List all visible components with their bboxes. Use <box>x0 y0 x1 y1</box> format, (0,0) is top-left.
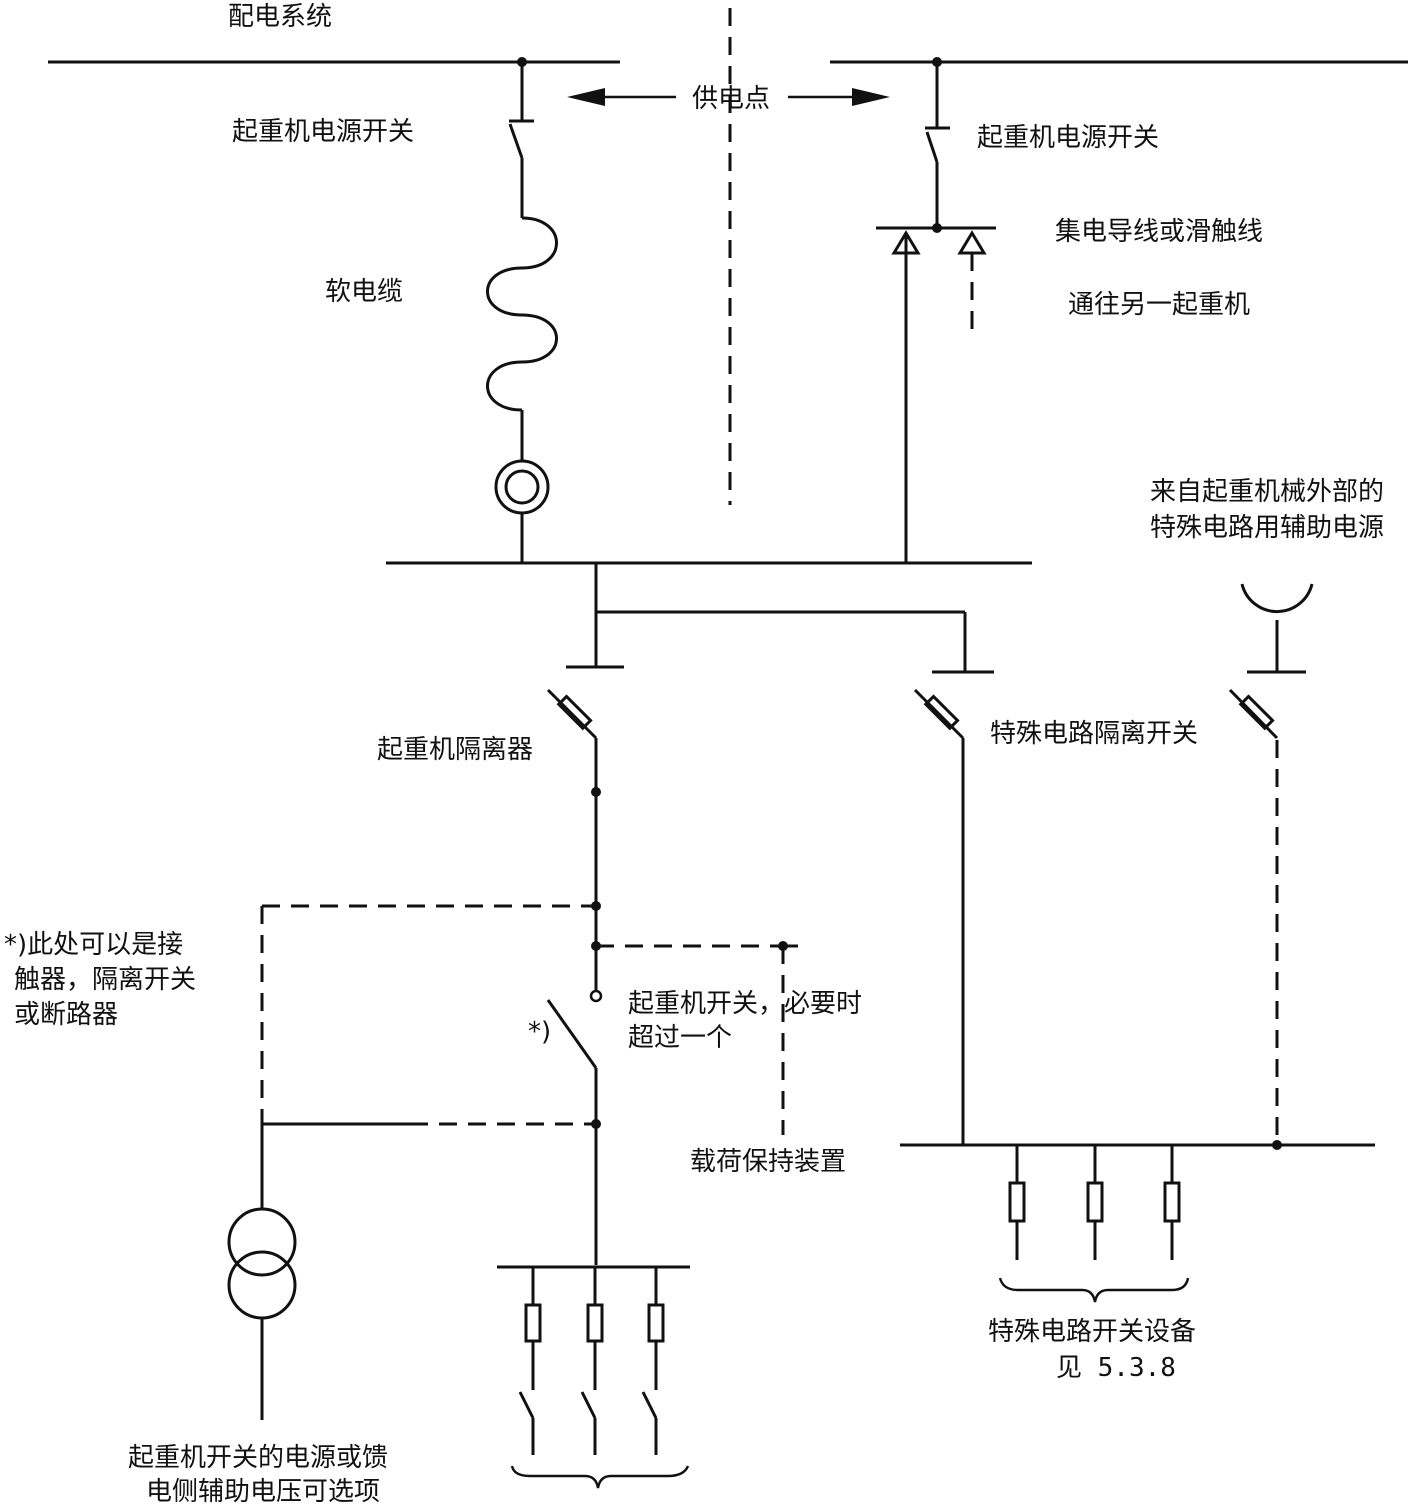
label-crane-isolator: 起重机隔离器 <box>377 735 533 765</box>
label-crane-switch-line2: 超过一个 <box>628 1023 732 1053</box>
label-flexible-cable: 软电缆 <box>325 277 403 307</box>
label-crane-power-switch-left: 起重机电源开关 <box>232 117 414 147</box>
label-asterisk-mark: *) <box>528 1017 551 1047</box>
label-special-circuit-switchgear: 特殊电路开关设备 <box>988 1317 1196 1347</box>
aux-transformer-symbol <box>227 1124 297 1420</box>
slip-ring-symbol <box>494 410 550 563</box>
crane-circuit-feeders <box>518 1267 665 1455</box>
label-collector-line: 集电导线或滑触线 <box>1055 217 1263 247</box>
special-circuit-isolator-symbol <box>913 688 965 1145</box>
special-circuit-bus <box>900 1140 1375 1150</box>
aux-isolator-symbol <box>1228 688 1279 1145</box>
collector-line-symbol <box>876 223 996 563</box>
left-crane-power-switch <box>508 57 534 218</box>
label-footnote-line3: 或断路器 <box>14 1000 118 1030</box>
right-crane-power-switch <box>925 57 950 228</box>
label-aux-voltage-line1: 起重机开关的电源或馈 <box>128 1443 388 1473</box>
label-crane-switch-line1: 起重机开关，必要时 <box>628 989 862 1019</box>
aux-supply-socket-icon <box>1240 583 1314 674</box>
crane-circuit-brace <box>510 1465 690 1489</box>
label-supply-point: 供电点 <box>692 84 770 114</box>
special-circuit-brace <box>998 1277 1190 1303</box>
bus-branches <box>566 563 994 674</box>
label-see-clause: 见 5.3.8 <box>1056 1353 1176 1383</box>
label-aux-voltage-line2: 电侧辅助电压可选项 <box>146 1477 380 1507</box>
supply-point-arrows <box>567 88 890 106</box>
label-footnote-line2: 触器，隔离开关 <box>14 965 196 995</box>
crane-switch-symbol <box>546 999 601 1265</box>
optional-supply-dashed-links <box>260 904 798 1135</box>
label-external-aux-supply-line1: 来自起重机械外部的 <box>1150 477 1384 507</box>
label-footnote-line1: *)此处可以是接 <box>4 930 183 960</box>
label-distribution-system: 配电系统 <box>228 2 332 32</box>
special-circuit-feeders <box>1008 1145 1181 1260</box>
label-crane-power-switch-right: 起重机电源开关 <box>977 123 1159 153</box>
label-external-aux-supply-line2: 特殊电路用辅助电源 <box>1150 513 1384 543</box>
label-to-other-crane: 通往另一起重机 <box>1068 290 1250 320</box>
flexible-cable-symbol <box>486 216 558 412</box>
crane-isolator-symbol <box>546 688 603 1003</box>
label-special-circuit-isolator: 特殊电路隔离开关 <box>990 719 1198 749</box>
label-load-holding: 载荷保持装置 <box>690 1147 846 1177</box>
